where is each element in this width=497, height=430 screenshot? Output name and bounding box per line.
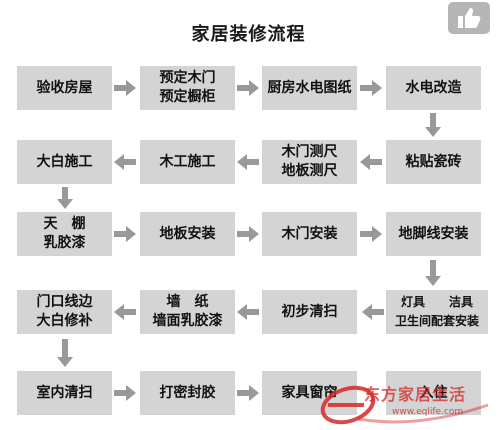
step-label: 地板安装 <box>159 225 216 242</box>
arrow-left-icon <box>362 304 384 320</box>
arrow-right-icon <box>114 80 136 96</box>
step-label: 验收房屋 <box>36 79 93 96</box>
step-box: 厨房水电图纸 <box>262 66 357 110</box>
step-box: 粘贴瓷砖 <box>386 140 481 184</box>
step-label: 室内清扫 <box>36 384 93 401</box>
watermark-logo <box>320 385 489 425</box>
diagram-title: 家居装修流程 <box>191 24 306 45</box>
step-label: 大白修补 <box>36 313 93 329</box>
step-box: 墙 纸 墙面乳胶漆 <box>140 290 235 334</box>
arrow-down-icon <box>57 339 73 367</box>
arrow-right-icon <box>114 226 136 242</box>
watermark-text: 东方家居生活 <box>364 385 467 404</box>
step-label: 卫生间配套安装 <box>394 314 479 328</box>
arrow-left-icon <box>360 154 382 170</box>
step-label: 水电改造 <box>405 79 462 96</box>
step-box: 预定木门 预定橱柜 <box>140 66 235 110</box>
step-label: 初步清扫 <box>281 303 338 320</box>
arrow-down-icon <box>425 113 441 137</box>
step-box: 木门安装 <box>262 212 357 256</box>
step-label: 木工施工 <box>159 153 216 170</box>
step-box: 门口线边 大白修补 <box>17 290 112 334</box>
arrow-left-icon <box>237 304 259 320</box>
step-box: 家具窗帘 <box>262 371 357 415</box>
step-label: 大白施工 <box>36 153 93 170</box>
arrow-left-icon <box>114 154 136 170</box>
watermark-url: www.eqlife.com <box>392 407 464 417</box>
step-label: 灯具 洁具 <box>400 295 473 309</box>
step-label: 预定木门 <box>159 70 216 86</box>
step-label: 预定橱柜 <box>159 89 216 105</box>
step-box: 大白施工 <box>17 140 112 184</box>
arrow-right-icon <box>114 385 136 401</box>
arrow-left-icon <box>114 304 136 320</box>
step-box: 木工施工 <box>140 140 235 184</box>
step-label: 乳胶漆 <box>43 235 86 251</box>
step-box: 灯具 洁具 卫生间配套安装 <box>386 290 488 334</box>
step-box: 水电改造 <box>386 66 481 110</box>
step-label: 木门安装 <box>281 225 338 242</box>
arrow-down-icon <box>425 260 441 286</box>
arrow-right-icon <box>237 226 259 242</box>
step-box: 木门测尺 地板测尺 <box>262 140 357 184</box>
step-label: 墙面乳胶漆 <box>152 313 223 329</box>
step-box: 地脚线安装 <box>386 212 481 256</box>
step-label: 家具窗帘 <box>281 384 338 401</box>
arrow-right-icon <box>360 80 382 96</box>
step-label: 地板测尺 <box>281 163 338 179</box>
step-label: 打密封胶 <box>159 384 216 401</box>
step-label: 木门测尺 <box>281 144 338 160</box>
step-box: 天 棚 乳胶漆 <box>17 212 112 256</box>
step-box: 地板安装 <box>140 212 235 256</box>
step-label: 门口线边 <box>36 294 93 310</box>
arrow-down-icon <box>57 187 73 209</box>
step-box: 入住 <box>386 371 481 415</box>
step-label: 地脚线安装 <box>398 225 469 242</box>
step-label: 粘贴瓷砖 <box>405 153 462 170</box>
step-box: 室内清扫 <box>17 371 112 415</box>
step-box: 验收房屋 <box>17 66 112 110</box>
thumbs-up-icon <box>458 8 481 28</box>
step-label: 入住 <box>419 384 448 401</box>
step-box: 打密封胶 <box>140 371 235 415</box>
step-label: 厨房水电图纸 <box>267 79 352 96</box>
arrow-right-icon <box>237 385 259 401</box>
like-button[interactable] <box>448 2 490 34</box>
arrow-right-icon <box>237 80 259 96</box>
step-label: 天 棚 <box>43 216 86 232</box>
step-label: 墙 纸 <box>166 294 209 310</box>
step-box: 初步清扫 <box>262 290 357 334</box>
arrow-right-icon <box>360 226 382 242</box>
arrow-left-icon <box>237 154 259 170</box>
